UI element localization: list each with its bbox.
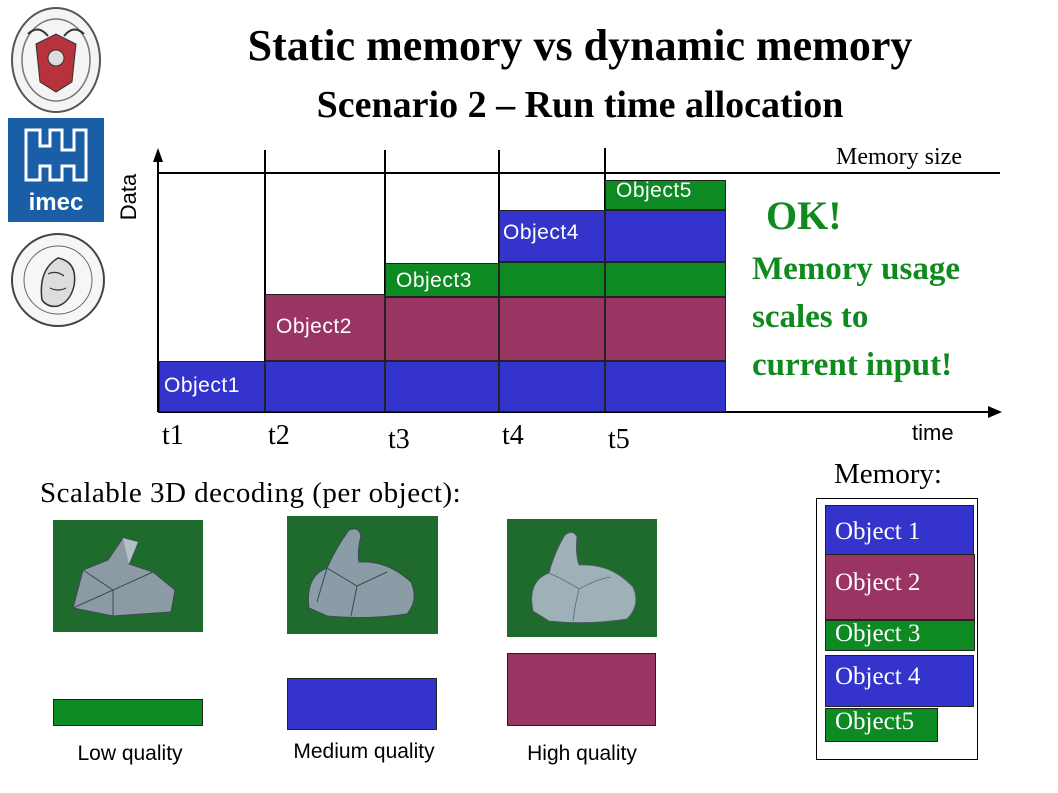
object4-label: Object4: [503, 221, 579, 244]
object5-label: Object5: [616, 179, 692, 202]
memory-object1-label: Object 1: [835, 518, 921, 545]
memory-object4-label: Object 4: [835, 663, 921, 690]
memory-object4-block: Object 4: [825, 655, 974, 707]
t2-object1-block: [265, 361, 385, 412]
memory-object3-label: Object 3: [835, 620, 921, 647]
low-quality-bar: [53, 699, 203, 726]
memory-object2-label: Object 2: [835, 569, 921, 596]
memory-size-label: Memory size: [836, 144, 962, 170]
object3-label: Object3: [396, 269, 472, 292]
t5-object3-block: [605, 262, 726, 297]
time-label-t2: t2: [268, 420, 290, 451]
t4-object1-block: [499, 361, 605, 412]
time-label-t3: t3: [388, 424, 410, 455]
memory-object5-label: Object5: [835, 708, 915, 735]
memory-panel: [816, 498, 978, 760]
t3-object2-block: [385, 297, 499, 361]
time-label-t5: t5: [608, 424, 630, 455]
slide-subtitle: Scenario 2 – Run time allocation: [316, 84, 844, 126]
medium-quality-bar: [287, 678, 437, 730]
t3-object3-block: Object3: [385, 263, 499, 297]
bunny-high-quality-image: [507, 519, 657, 637]
medium-quality-label: Medium quality: [293, 740, 435, 763]
memory-object1-block: Object 1: [825, 505, 974, 557]
bunny-medium-quality-image: [287, 516, 438, 634]
memory-object2-block: Object 2: [825, 554, 975, 620]
y-axis-arrow: [153, 148, 163, 162]
t3-object1-block: [385, 361, 499, 412]
bunny-low-quality-image: [53, 520, 203, 632]
imec-logo: imec: [8, 118, 104, 222]
t2-object2-block: Object2: [265, 294, 385, 361]
object1-label: Object1: [164, 374, 240, 397]
memory-object3-block: Object 3: [825, 620, 975, 651]
decoding-heading: Scalable 3D decoding (per object):: [40, 477, 462, 509]
time-label-t1: t1: [162, 420, 184, 451]
ok-note: OK!: [766, 193, 842, 238]
memory-panel-heading: Memory:: [834, 458, 942, 490]
x-axis-arrow: [988, 406, 1002, 418]
memory-object5-block: Object5: [825, 708, 938, 742]
t4-object4-block: Object4: [499, 210, 605, 262]
low-quality-label: Low quality: [77, 742, 183, 765]
note-line-2: scales to: [752, 299, 869, 335]
slide-title: Static memory vs dynamic memory: [247, 21, 913, 70]
x-axis-label: time: [912, 420, 954, 445]
note-line-3: current input!: [752, 347, 953, 383]
democritus-university-seal-logo: [8, 230, 108, 330]
high-quality-label: High quality: [527, 742, 637, 765]
t5-object2-block: [605, 297, 726, 361]
t5-object5-block: Object5: [605, 179, 726, 210]
t5-object4-block: [605, 210, 726, 262]
note-line-1: Memory usage: [752, 251, 961, 287]
t1-object1-block: Object1: [159, 361, 265, 412]
complutense-seal-logo: [8, 4, 104, 116]
object2-label: Object2: [276, 315, 352, 338]
y-axis-label: Data: [116, 173, 141, 221]
imec-logo-text: imec: [29, 189, 84, 216]
high-quality-bar: [507, 653, 656, 726]
t5-object1-block: [605, 361, 726, 412]
t4-object2-block: [499, 297, 605, 361]
t4-object3-block: [499, 262, 605, 297]
time-label-t4: t4: [502, 420, 524, 451]
